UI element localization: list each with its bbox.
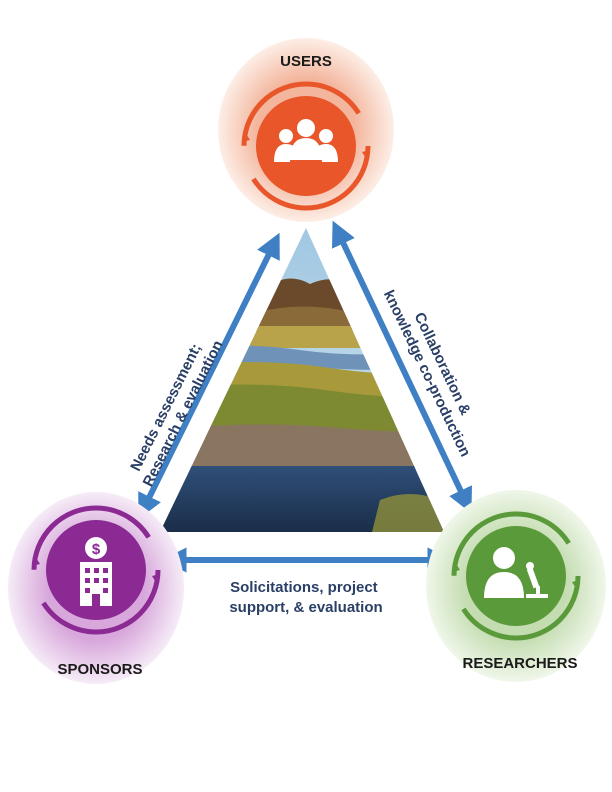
sponsors-label: SPONSORS <box>57 661 142 678</box>
bottom-edge-label-line1: Solicitations, project <box>230 579 378 596</box>
users-node: USERS <box>218 38 394 222</box>
researchers-label: RESEARCHERS <box>462 655 577 672</box>
bottom-edge-label-line2: support, & evaluation <box>229 599 382 616</box>
bottom-edge-label: Solicitations, project support, & evalua… <box>229 579 382 616</box>
researchers-node: RESEARCHERS <box>426 490 606 682</box>
dollar-sign: $ <box>92 541 101 558</box>
users-label: USERS <box>280 53 332 70</box>
sponsors-node: $ SPONSORS <box>8 492 184 684</box>
